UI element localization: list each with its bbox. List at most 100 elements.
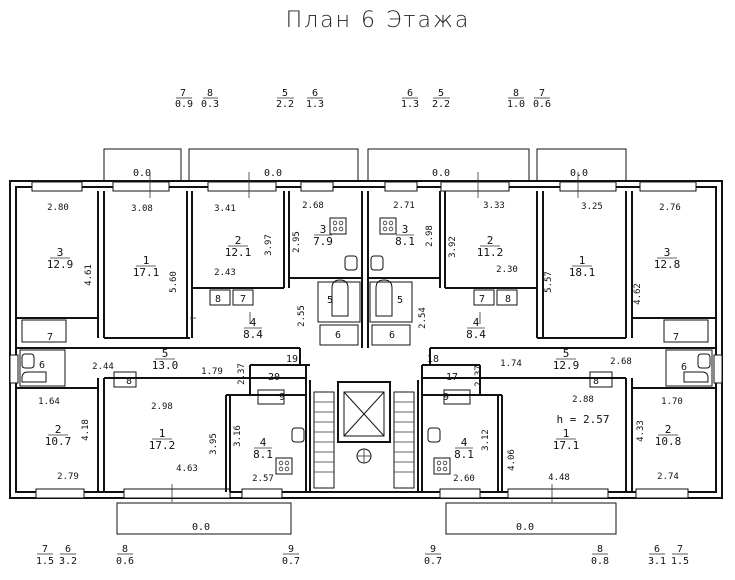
fraction-num: 7 <box>42 544 48 555</box>
balcony-area: 0.0 <box>432 168 450 179</box>
fraction-den: 1.0 <box>507 99 525 110</box>
fraction-den: 0.7 <box>282 556 300 567</box>
bottom-balconies: 0.0 0.0 <box>116 502 617 535</box>
fraction-num: 9 <box>430 544 436 555</box>
aux-room-number: 6 <box>389 330 395 341</box>
fraction-num: 6 <box>654 544 660 555</box>
dimension: 2.80 <box>47 203 69 213</box>
exterior-walls <box>9 180 723 499</box>
dimension: 2.74 <box>657 472 679 482</box>
fraction-den: 0.6 <box>533 99 551 110</box>
room-number: 2 <box>55 423 62 436</box>
dimension: 3.33 <box>483 201 505 211</box>
room-area: 11.2 <box>477 246 504 259</box>
aux-room-number: 7 <box>479 294 485 305</box>
room-number: 5 <box>563 347 570 360</box>
dimension: 1.74 <box>500 359 522 369</box>
dimension: 2.37 <box>237 363 247 385</box>
auxiliary-room-numbers: 7 6 8 7 5 6 6 5 8 7 7 6 8 9 9 8 19 18 20… <box>39 294 687 403</box>
fraction-den: 1.5 <box>671 556 689 567</box>
top-fraction-labels: 7 0.9 8 0.3 5 2.2 6 1.3 6 1.3 5 2.2 8 1.… <box>175 88 551 110</box>
room-number: 3 <box>57 246 64 259</box>
fraction-den: 3.2 <box>59 556 77 567</box>
dimension: 4.48 <box>548 473 570 483</box>
aux-room-number: 20 <box>268 372 280 383</box>
dimension: 4.06 <box>507 449 517 471</box>
dimension: 3.92 <box>448 236 458 258</box>
aux-room-number: 7 <box>47 332 53 343</box>
aux-room-number: 5 <box>327 295 333 306</box>
room-number: 4 <box>250 316 257 329</box>
fraction-num: 8 <box>122 544 128 555</box>
fraction-den: 1.3 <box>306 99 324 110</box>
aux-room-number: 6 <box>335 330 341 341</box>
fraction-den: 2.2 <box>432 99 450 110</box>
aux-room-number: 17 <box>446 372 458 383</box>
room-area: 12.1 <box>225 246 252 259</box>
aux-room-number: 9 <box>279 392 285 403</box>
dimension: 2.98 <box>425 225 435 247</box>
dimension: 3.25 <box>581 202 603 212</box>
dimension: 2.55 <box>297 305 307 327</box>
fraction-den: 1.5 <box>36 556 54 567</box>
room-labels: 3 12.9 1 17.1 2 12.1 3 7.9 3 8.1 2 11.2 … <box>45 223 682 461</box>
room-area: 13.0 <box>152 359 179 372</box>
bottom-fraction-labels: 7 1.5 6 3.2 8 0.6 9 0.7 9 0.7 8 0.8 6 3.… <box>36 544 689 567</box>
windows-bottom <box>35 488 689 499</box>
fraction-den: 0.3 <box>201 99 219 110</box>
interior-walls <box>16 172 716 502</box>
room-area: 8.1 <box>395 235 415 248</box>
balcony-area: 0.0 <box>570 168 588 179</box>
dimension: 2.88 <box>572 395 594 405</box>
dimension: 5.57 <box>544 271 554 293</box>
dimension: 2.71 <box>393 201 415 211</box>
dimension: 2.54 <box>418 307 428 329</box>
room-number: 4 <box>473 316 480 329</box>
room-area: 17.2 <box>149 439 176 452</box>
dimension: 2.76 <box>659 203 681 213</box>
dimension: 4.33 <box>636 420 646 442</box>
balcony-area: 0.0 <box>133 168 151 179</box>
room-number: 1 <box>579 254 586 267</box>
dimension: 3.16 <box>233 425 243 447</box>
fraction-num: 7 <box>539 88 545 99</box>
dimension: 4.63 <box>176 464 198 474</box>
dimension: 2.79 <box>57 472 79 482</box>
aux-room-number: 8 <box>593 376 599 387</box>
fraction-den: 0.6 <box>116 556 134 567</box>
room-area: 8.1 <box>253 448 273 461</box>
plan-title: План 6 Этажа <box>286 8 471 33</box>
dimension: 3.95 <box>209 433 219 455</box>
room-area: 7.9 <box>313 235 333 248</box>
dimension: 3.12 <box>481 429 491 451</box>
room-area: 17.1 <box>133 266 160 279</box>
fraction-num: 6 <box>312 88 318 99</box>
aux-room-number: 6 <box>39 360 45 371</box>
aux-room-number: 7 <box>240 294 246 305</box>
aux-room-number: 5 <box>397 295 403 306</box>
room-area: 12.9 <box>553 359 580 372</box>
room-number: 2 <box>665 423 672 436</box>
aux-room-number: 8 <box>215 294 221 305</box>
dimension: 4.18 <box>81 419 91 441</box>
top-balconies: 0.0 0.0 0.0 0.0 <box>103 148 627 182</box>
fraction-den: 3.1 <box>648 556 666 567</box>
room-number: 1 <box>143 254 150 267</box>
room-area: 10.8 <box>655 435 682 448</box>
fraction-den: 0.7 <box>424 556 442 567</box>
room-area: 8.1 <box>454 448 474 461</box>
room-number: 3 <box>402 223 409 236</box>
room-number: 1 <box>159 427 166 440</box>
room-number: 1 <box>563 427 570 440</box>
room-area: 18.1 <box>569 266 596 279</box>
room-number: 5 <box>162 347 169 360</box>
dimension: 3.97 <box>264 234 274 256</box>
dimension: 3.41 <box>214 204 236 214</box>
aux-room-number: 7 <box>673 332 679 343</box>
room-number: 3 <box>664 246 671 259</box>
room-number: 2 <box>487 234 494 247</box>
fraction-den: 0.9 <box>175 99 193 110</box>
dimension: 2.57 <box>252 474 274 484</box>
dimension-labels: 2.80 3.08 3.41 2.68 2.71 3.33 3.25 2.76 … <box>38 201 683 484</box>
